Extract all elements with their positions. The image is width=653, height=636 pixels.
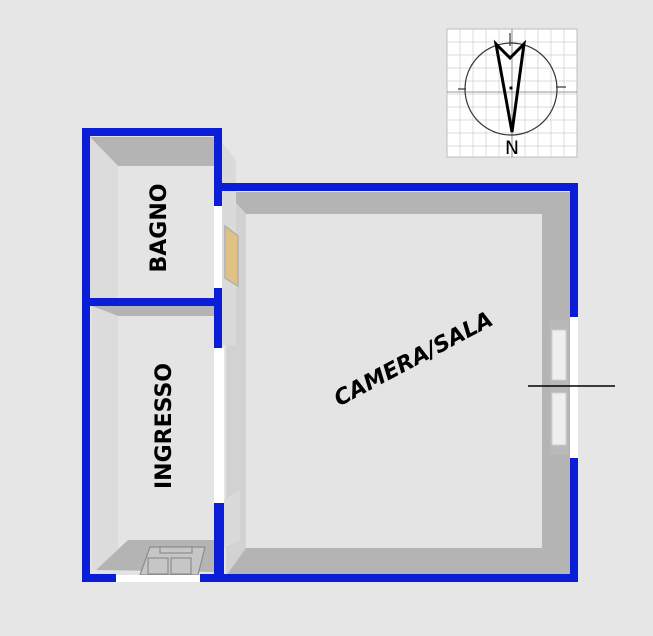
wall-openings bbox=[116, 206, 578, 582]
compass-north-label: N bbox=[505, 137, 519, 159]
entrance-door-icon bbox=[139, 546, 206, 576]
right-window-icon bbox=[550, 320, 568, 455]
compass-needle-icon bbox=[493, 39, 527, 133]
compass: N bbox=[446, 28, 578, 159]
wall-shading bbox=[90, 137, 570, 576]
bagno-door-icon bbox=[224, 224, 239, 288]
room-label-ingresso: INGRESSO bbox=[152, 362, 177, 490]
room-label-bagno: BAGNO bbox=[147, 183, 172, 273]
walls bbox=[82, 128, 578, 582]
